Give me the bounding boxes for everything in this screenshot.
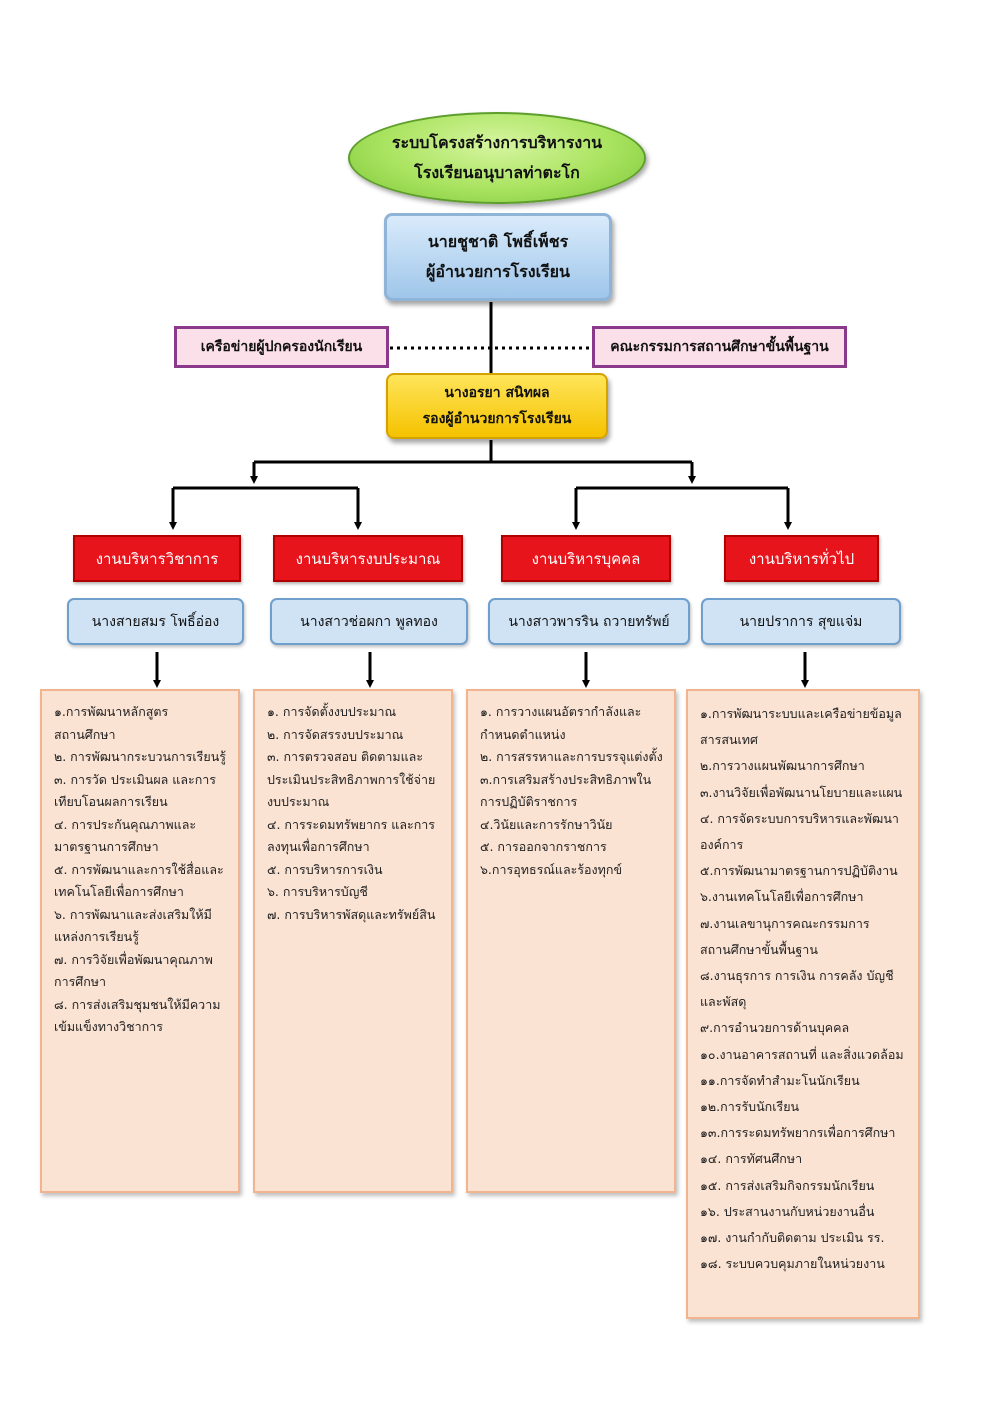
dept-personnel-head-name: นางสาวพารริน ถวายทรัพย์ bbox=[508, 613, 670, 630]
task-list: ๑.การพัฒนาระบบและเครือข่ายข้อมูลสารสนเทศ… bbox=[700, 701, 908, 1277]
task-item: ๖. การพัฒนาและส่งเสริมให้มี bbox=[54, 906, 212, 922]
dept-general-head: นายปราการ สุขแจ่ม bbox=[701, 598, 901, 645]
dept-budget-label: งานบริหารงบประมาณ bbox=[295, 549, 441, 568]
task-item: ๓.งานวิจัยเพื่อพัฒนานโยบายและแผน bbox=[700, 784, 903, 800]
dept-budget-header: งานบริหารงบประมาณ bbox=[273, 535, 463, 582]
task-item: ๒. การสรรหาและการบรรจุแต่งตั้ง bbox=[480, 749, 663, 764]
dept-general-head-name: นายปราการ สุขแจ่ม bbox=[739, 613, 863, 630]
task-item: สถานศึกษา bbox=[54, 726, 116, 742]
task-item: แหล่งการเรียนรู้ bbox=[54, 929, 139, 944]
task-item: ๕. การพัฒนาและการใช้สื่อและ bbox=[54, 861, 224, 877]
dept-budget-tasks: ๑. การจัดตั้งงบประมาณ๒. การจัดสรรงบประมา… bbox=[253, 689, 453, 1193]
task-item: ๒. การจัดสรรงบประมาณ bbox=[267, 726, 404, 742]
school-committee-box: คณะกรรมการสถานศึกษาขั้นพื้นฐาน bbox=[592, 326, 847, 368]
task-item: ๑๒.การรับนักเรียน bbox=[700, 1099, 800, 1115]
task-item: ๘.งานธุรการ การเงิน การคลัง บัญชี bbox=[700, 968, 894, 984]
task-item: ๑๗. งานกำกับติดตาม ประเมิน รร. bbox=[700, 1230, 885, 1246]
task-item: ๒.การวางแผนพัฒนาการศึกษา bbox=[700, 758, 865, 774]
task-item: ๑๑.การจัดทำสำมะโนนักเรียน bbox=[700, 1072, 860, 1088]
task-item: ๑. การจัดตั้งงบประมาณ bbox=[267, 704, 397, 719]
task-item: ประเมินประสิทธิภาพการใช้จ่าย bbox=[267, 771, 436, 787]
task-item: ๑.การพัฒนาหลักสูตร bbox=[54, 704, 169, 719]
task-item: องค์การ bbox=[700, 837, 744, 853]
task-item: ๓. การวัด ประเมินผล และการ bbox=[54, 771, 217, 787]
task-item: ๓. การตรวจสอบ ติดตามและ bbox=[267, 749, 424, 764]
task-item: งบประมาณ bbox=[267, 794, 330, 809]
task-item: การปฏิบัติราชการ bbox=[480, 794, 578, 809]
school-committee-label: คณะกรรมการสถานศึกษาขั้นพื้นฐาน bbox=[610, 339, 829, 355]
task-item: การศึกษา bbox=[54, 974, 107, 989]
task-item: ๖.งานเทคโนโลยีเพื่อการศึกษา bbox=[700, 889, 864, 905]
parent-network-label: เครือข่ายผู้ปกครองนักเรียน bbox=[200, 339, 363, 355]
task-item: ลงทุนเพื่อการศึกษา bbox=[267, 839, 370, 854]
task-item: ๑๘. ระบบควบคุมภายในหน่วยงาน bbox=[700, 1256, 885, 1272]
task-item: เทียบโอนผลการเรียน bbox=[54, 794, 168, 809]
task-item: ๖.การอุทธรณ์และร้องทุกข์ bbox=[480, 861, 623, 877]
dept-academic-head-name: นางสายสมร โพธิ์อ่อง bbox=[91, 613, 220, 630]
task-item: ๔. การจัดระบบการบริหารและพัฒนา bbox=[700, 810, 899, 826]
dept-general-tasks: ๑.การพัฒนาระบบและเครือข่ายข้อมูลสารสนเทศ… bbox=[686, 689, 920, 1319]
task-item: ๒. การพัฒนากระบวนการเรียนรู้ bbox=[54, 749, 226, 764]
title-line-1: ระบบโครงสร้างการบริหารงาน bbox=[391, 133, 603, 152]
task-item: สารสนเทศ bbox=[700, 732, 758, 748]
task-item: ๕. การออกจากราชการ bbox=[480, 839, 607, 854]
dept-academic-head: นางสายสมร โพธิ์อ่อง bbox=[67, 598, 244, 645]
task-item: ๑๔. การทัศนศึกษา bbox=[700, 1151, 803, 1167]
task-item: ๑๓.การระดมทรัพยากรเพื่อการศึกษา bbox=[700, 1125, 896, 1141]
dept-personnel-header: งานบริหารบุคคล bbox=[501, 535, 671, 582]
task-item: สถานศึกษาขั้นพื้นฐาน bbox=[700, 941, 818, 957]
task-item: ๔. การระดมทรัพยากร และการ bbox=[267, 816, 436, 832]
task-item: ๓.การเสริมสร้างประสิทธิภาพใน bbox=[480, 771, 652, 787]
task-item: ๑๖. ประสานงานกับหน่วยงานอื่น bbox=[700, 1203, 875, 1219]
dept-general-label: งานบริหารทั่วไป bbox=[748, 549, 855, 568]
dept-academic-tasks: ๑.การพัฒนาหลักสูตรสถานศึกษา๒. การพัฒนากร… bbox=[40, 689, 240, 1193]
task-item: ๗. การบริหารพัสดุและทรัพย์สิน bbox=[267, 906, 436, 922]
task-item: ๑. การวางแผนอัตรากำลังและ bbox=[480, 704, 642, 719]
task-item: ๔.วินัยและการรักษาวินัย bbox=[480, 816, 613, 832]
task-item: ๑๕. การส่งเสริมกิจกรรมนักเรียน bbox=[700, 1177, 875, 1193]
director-position: ผู้อำนวยการโรงเรียน bbox=[426, 262, 570, 281]
dept-general-header: งานบริหารทั่วไป bbox=[724, 535, 879, 582]
deputy-name: นางอรยา สนิทผล bbox=[444, 385, 550, 401]
deputy-director-box: นางอรยา สนิทผล รองผู้อำนวยการโรงเรียน bbox=[386, 373, 608, 439]
task-item: ๖. การบริหารบัญชี bbox=[267, 884, 368, 899]
dept-personnel-head: นางสาวพารริน ถวายทรัพย์ bbox=[488, 598, 690, 645]
dept-budget-head-name: นางสาวช่อผกา พูลทอง bbox=[300, 613, 438, 630]
task-item: มาตรฐานการศึกษา bbox=[54, 839, 159, 854]
task-list: ๑. การวางแผนอัตรากำลังและกำหนดตำแหน่ง๒. … bbox=[480, 701, 664, 881]
dept-personnel-label: งานบริหารบุคคล bbox=[531, 549, 641, 568]
task-item: และพัสดุ bbox=[700, 994, 747, 1010]
task-item: ๕.การพัฒนามาตรฐานการปฏิบัติงาน bbox=[700, 863, 898, 879]
task-item: ๔. การประกันคุณภาพและ bbox=[54, 816, 197, 832]
parent-network-box: เครือข่ายผู้ปกครองนักเรียน bbox=[174, 326, 389, 368]
task-item: ๑.การพัฒนาระบบและเครือข่ายข้อมูล bbox=[700, 706, 902, 721]
task-item: เข้มแข็งทางวิชาการ bbox=[54, 1019, 163, 1034]
task-item: กำหนดตำแหน่ง bbox=[480, 726, 566, 742]
task-item: ๑๐.งานอาคารสถานที่ และสิ่งแวดล้อม bbox=[700, 1046, 904, 1062]
task-item: ๗. การวิจัยเพื่อพัฒนาคุณภาพ bbox=[54, 951, 213, 967]
task-item: ๙.การอำนวยการด้านบุคคล bbox=[700, 1020, 850, 1036]
task-list: ๑.การพัฒนาหลักสูตรสถานศึกษา๒. การพัฒนากร… bbox=[54, 701, 228, 1039]
dept-personnel-tasks: ๑. การวางแผนอัตรากำลังและกำหนดตำแหน่ง๒. … bbox=[466, 689, 676, 1193]
task-item: เทคโนโลยีเพื่อการศึกษา bbox=[54, 884, 184, 899]
dept-academic-label: งานบริหารวิชาการ bbox=[95, 549, 219, 568]
deputy-position: รองผู้อำนวยการโรงเรียน bbox=[422, 411, 572, 427]
title-line-2: โรงเรียนอนุบาลท่าตะโก bbox=[414, 163, 580, 182]
director-box: นายชูชาติ โพธิ์เพ็ชร ผู้อำนวยการโรงเรียน bbox=[384, 213, 612, 301]
task-item: ๕. การบริหารการเงิน bbox=[267, 861, 383, 877]
chart-title-oval: ระบบโครงสร้างการบริหารงาน โรงเรียนอนุบาล… bbox=[348, 112, 646, 204]
dept-academic-header: งานบริหารวิชาการ bbox=[73, 535, 241, 582]
task-list: ๑. การจัดตั้งงบประมาณ๒. การจัดสรรงบประมา… bbox=[267, 701, 441, 926]
director-name: นายชูชาติ โพธิ์เพ็ชร bbox=[427, 232, 569, 251]
task-item: ๗.งานเลขานุการคณะกรรมการ bbox=[700, 915, 870, 931]
dept-budget-head: นางสาวช่อผกา พูลทอง bbox=[270, 598, 468, 645]
task-item: ๘. การส่งเสริมชุมชนให้มีความ bbox=[54, 996, 221, 1012]
